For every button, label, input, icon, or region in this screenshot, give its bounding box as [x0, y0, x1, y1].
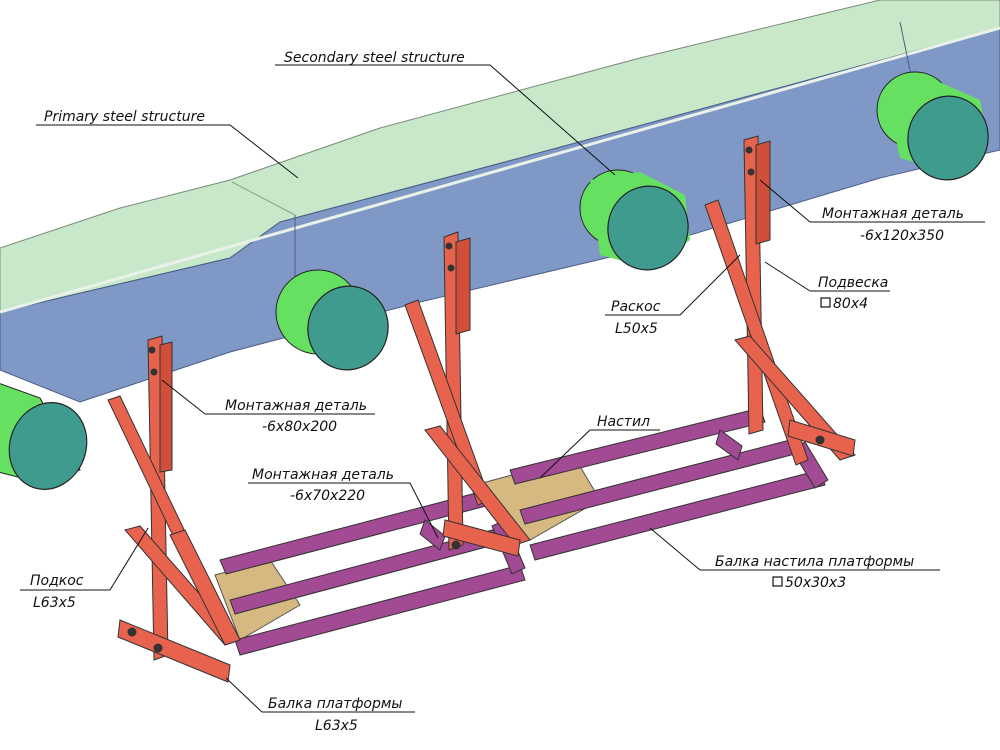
- steel-beam: [0, 0, 1000, 403]
- beam-joint-line: [231, 181, 296, 216]
- label-platform-beam: Балка платформы: [268, 696, 403, 712]
- beam-joint-line-3: [899, 21, 913, 81]
- label-deck-beam-size: 50x30x3: [785, 575, 846, 591]
- beam-split-line: [0, 26, 1000, 314]
- pipe-mid-left: [275, 269, 389, 371]
- label-mount-detail-right-size: -6x120x350: [860, 228, 944, 244]
- support-mid: [404, 231, 531, 557]
- pipe-right: [876, 71, 989, 181]
- labels: Secondary steel structure Primary steel …: [30, 50, 964, 734]
- label-mount-detail-left: Монтажная деталь: [225, 398, 367, 414]
- deck-frame-left: [219, 491, 526, 656]
- support-left: [107, 335, 241, 683]
- label-secondary-steel: Secondary steel structure: [284, 50, 465, 66]
- label-platform-beam-size: L63x5: [315, 718, 358, 734]
- pipe-left: [0, 383, 88, 490]
- label-brace: Раскос: [611, 299, 661, 315]
- label-brace-size: L50x5: [615, 321, 658, 337]
- support-right: [704, 135, 856, 466]
- leader-lines: [20, 64, 985, 713]
- square-tube-icon-2: [772, 576, 783, 587]
- label-hanger: Подвеска: [818, 275, 888, 291]
- label-mount-detail-mid-size: -6x70x220: [290, 488, 365, 504]
- pipe-mid-right: [579, 169, 690, 271]
- label-mount-detail-mid: Монтажная деталь: [252, 467, 394, 483]
- label-deck-beam: Балка настила платформы: [715, 554, 914, 570]
- beam-side-face: [0, 27, 1000, 403]
- label-hanger-size: 80x4: [833, 296, 868, 312]
- label-mount-detail-left-size: -6x80x200: [262, 419, 337, 435]
- deck-frame-right: [509, 407, 829, 561]
- square-tube-icon: [820, 297, 831, 308]
- label-strut-size: L63x5: [33, 595, 76, 611]
- label-mount-detail-right: Монтажная деталь: [822, 206, 964, 222]
- label-strut: Подкос: [30, 573, 84, 589]
- label-primary-steel: Primary steel structure: [44, 109, 205, 125]
- label-deck: Настил: [597, 414, 650, 430]
